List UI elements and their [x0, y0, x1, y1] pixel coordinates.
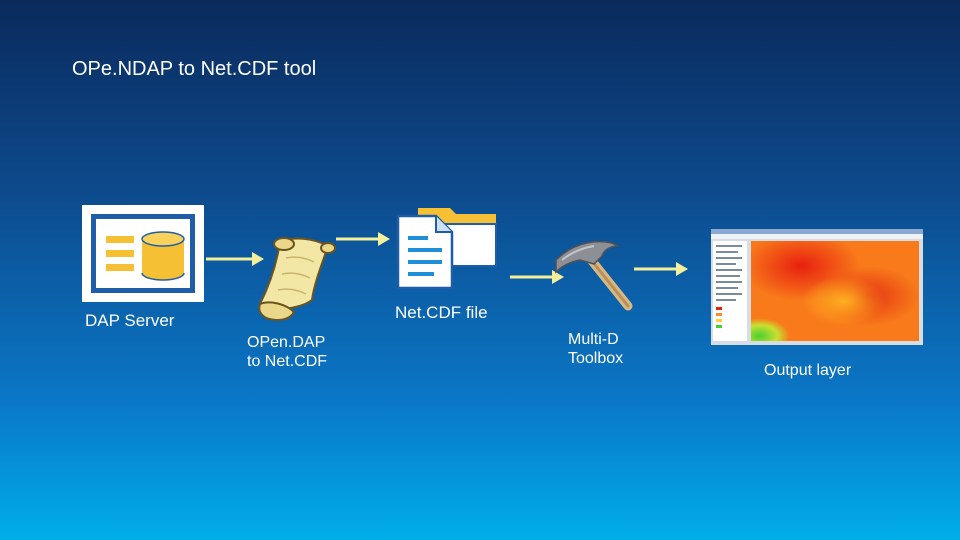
document-folder-icon	[396, 208, 497, 290]
multid-toolbox-label-line1: Multi-D	[568, 331, 619, 348]
flow-arrow-2	[336, 232, 390, 246]
flow-arrow-3	[510, 270, 564, 284]
diagram-title: OPe.NDAP to Net.CDF tool	[72, 58, 317, 80]
hammer-icon	[555, 240, 633, 311]
flow-arrow-1	[206, 252, 264, 266]
multid-toolbox-label: Multi-D Toolbox	[568, 330, 658, 368]
output-layer-label: Output layer	[764, 362, 852, 379]
map-screenshot-icon	[711, 229, 923, 345]
opendap-tool-label: OPen.DAP to Net.CDF	[247, 333, 347, 371]
opendap-tool-label-line1: OPen.DAP	[247, 334, 326, 351]
multid-toolbox-label-line2: Toolbox	[568, 350, 624, 367]
flow-arrow-4	[634, 262, 688, 276]
dap-server-label: DAP Server	[85, 311, 175, 330]
netcdf-file-label: Net.CDF file	[395, 303, 488, 322]
server-database-icon	[82, 205, 204, 302]
scroll-icon	[258, 237, 336, 321]
opendap-tool-label-line2: to Net.CDF	[247, 353, 328, 370]
